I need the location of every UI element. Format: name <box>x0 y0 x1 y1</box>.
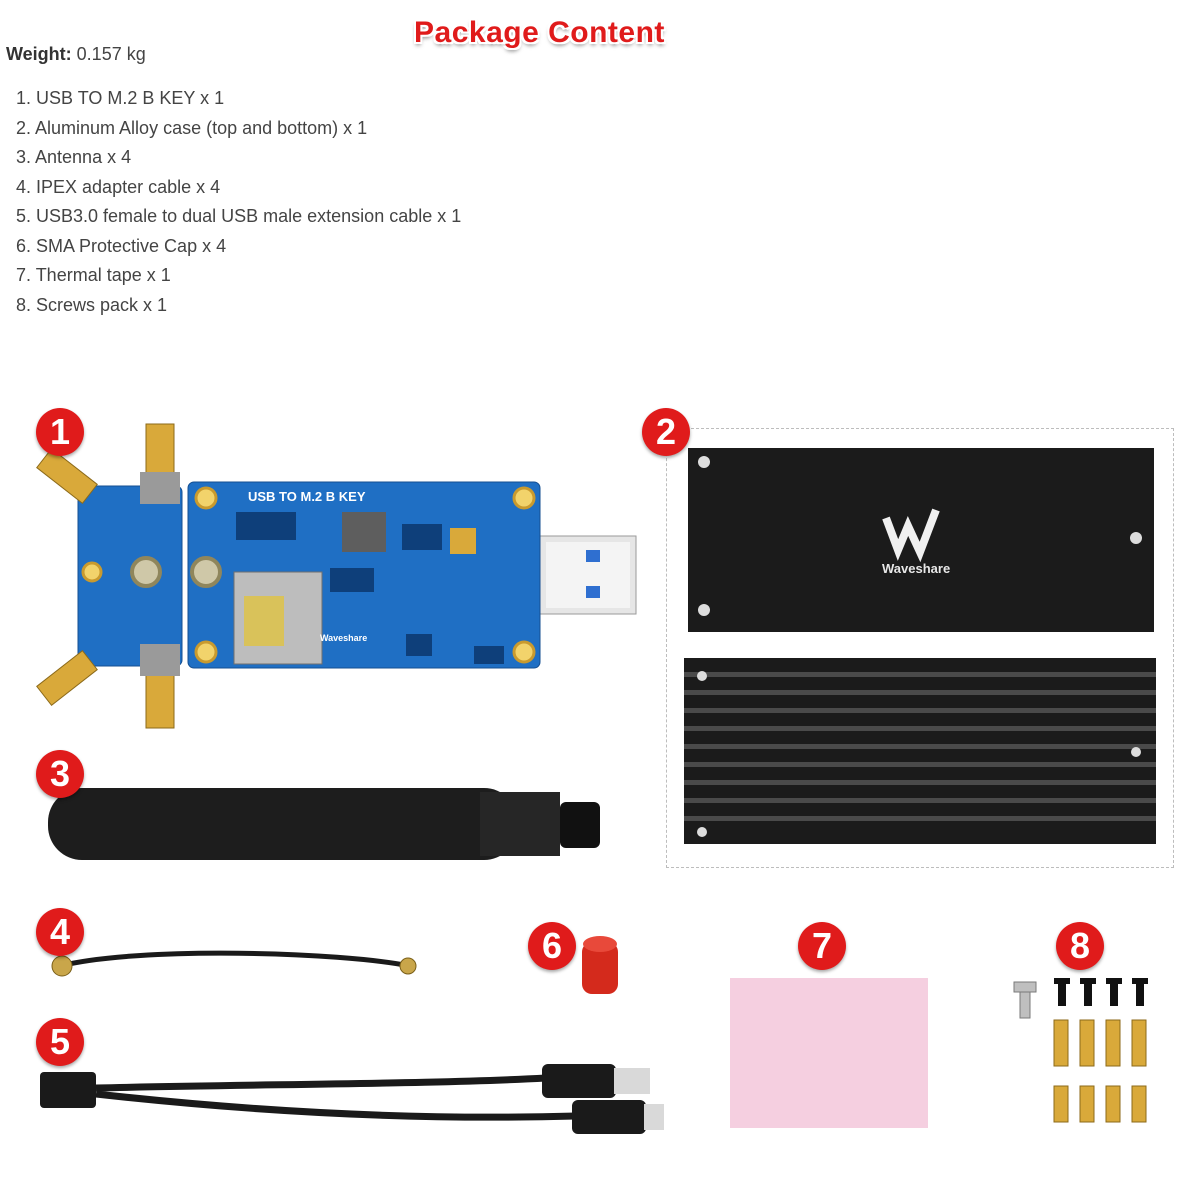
weight-line: Weight: 0.157 kg <box>6 44 146 65</box>
badge-7: 7 <box>798 922 846 970</box>
usb-m2-board-image <box>36 423 637 729</box>
case-frame <box>666 428 1174 868</box>
badge-5: 5 <box>36 1018 84 1066</box>
list-item: 8. Screws pack x 1 <box>16 294 168 315</box>
screws-pack-image <box>1013 978 1148 1123</box>
list-item: 6. SMA Protective Cap x 4 <box>16 235 227 256</box>
ipex-cable-image <box>51 950 417 977</box>
weight-value: 0.157 kg <box>76 44 146 64</box>
case-brand-label: Waveshare <box>882 561 951 576</box>
thermal-tape-image <box>730 978 928 1128</box>
page-title: Package Content <box>414 16 665 49</box>
package-list: 1. USB TO M.2 B KEY x 1 2. Aluminum Allo… <box>16 86 461 322</box>
board-label: USB TO M.2 B KEY <box>248 489 366 504</box>
list-item: 1. USB TO M.2 B KEY x 1 <box>16 88 225 108</box>
badge-2: 2 <box>642 408 690 456</box>
aluminum-case-image <box>684 448 1156 844</box>
usb-extension-cable-image <box>40 1064 664 1134</box>
badge-8: 8 <box>1056 922 1104 970</box>
antenna-image <box>48 788 600 860</box>
waveshare-logo-icon: Waveshare <box>320 633 368 643</box>
badge-3: 3 <box>36 750 84 798</box>
weight-label: Weight: <box>6 44 72 64</box>
badge-1: 1 <box>36 408 84 456</box>
list-item: 5. USB3.0 female to dual USB male extens… <box>16 206 462 226</box>
list-item: 7. Thermal tape x 1 <box>16 265 171 285</box>
sma-cap-image <box>582 936 618 994</box>
badge-6: 6 <box>528 922 576 970</box>
badge-4: 4 <box>36 908 84 956</box>
list-item: 3. Antenna x 4 <box>16 147 132 167</box>
list-item: 4. IPEX adapter cable x 4 <box>16 176 221 197</box>
list-item: 2. Aluminum Alloy case (top and bottom) … <box>16 117 368 138</box>
